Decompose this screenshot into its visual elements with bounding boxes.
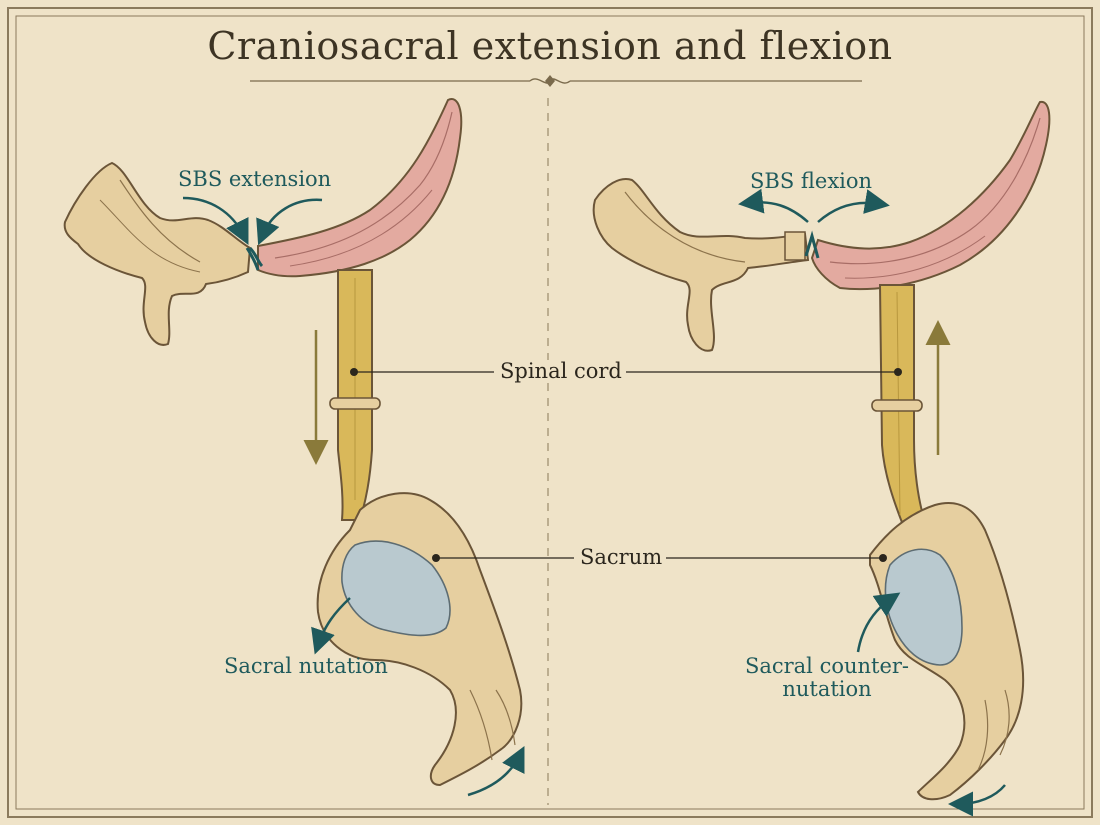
- coccyx-arrow-right: [948, 784, 1006, 817]
- sbs-extension-arrow-left: [182, 196, 249, 245]
- sacrum-label: Sacrum: [576, 545, 667, 570]
- spinal-cord-label: Spinal cord: [496, 359, 626, 384]
- nutation-arrow: [311, 597, 351, 655]
- sbs-flexion-label: SBS flexion: [750, 169, 873, 193]
- outer-frame: [7, 7, 1093, 818]
- sbs-flexion-arrow-left: [738, 188, 809, 223]
- sbs-extension-arrow-right: [256, 198, 323, 246]
- sphenoid-bone-left: [63, 161, 252, 346]
- title-ornament: [529, 75, 571, 87]
- sacrum-bone-left: [316, 492, 523, 787]
- sacrum-bone-right: [869, 502, 1025, 801]
- sbs-extension-label: SBS extension: [178, 167, 332, 191]
- spinal-cord-right: [871, 284, 927, 532]
- sbs-joint-left: [245, 246, 264, 271]
- occipital-bone-right: [810, 100, 1051, 291]
- counternutation-arrow: [856, 592, 901, 653]
- spinal-cord-left: [329, 269, 381, 521]
- sacral-surface-right: [884, 548, 963, 666]
- sacral-nutation-label: Sacral nutation: [224, 654, 388, 678]
- sbs-flexion-arrow-right: [817, 189, 890, 223]
- sacral-counternutation-label: Sacral counter- nutation: [742, 654, 912, 702]
- sacral-surface-left: [341, 540, 451, 637]
- sbs-joint-right: [804, 230, 820, 259]
- occipital-bone-left: [257, 98, 463, 278]
- inner-frame: [15, 15, 1085, 810]
- sphenoid-bone-right: [592, 178, 810, 352]
- sacral-counternutation-line2: nutation: [782, 677, 872, 702]
- coccyx-arrow-left: [467, 746, 525, 797]
- diagram-title: Craniosacral extension and flexion: [207, 24, 893, 68]
- sacral-counternutation-line1: Sacral counter-: [744, 654, 910, 678]
